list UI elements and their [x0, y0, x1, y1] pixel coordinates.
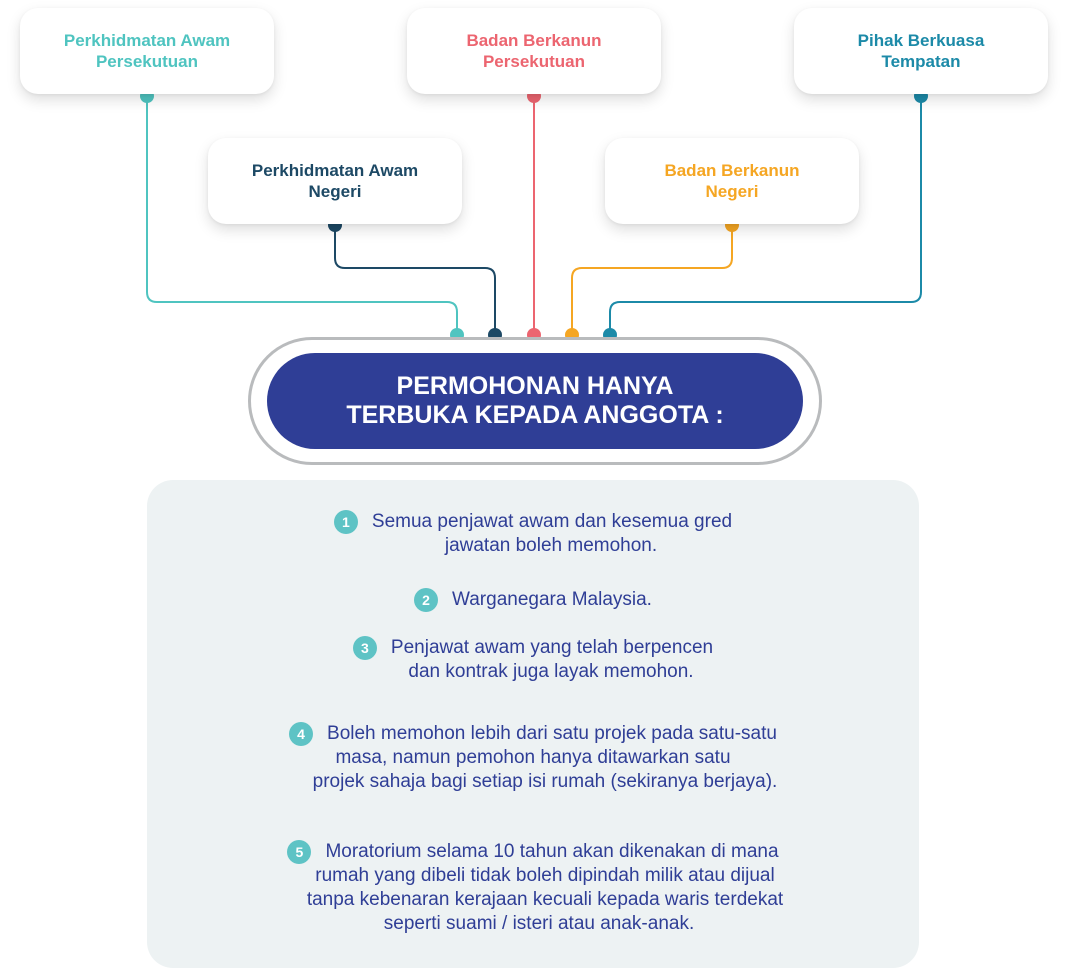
- number-badge-3: 3: [352, 636, 377, 660]
- requirement-text: masa, namun pemohon hanya ditawarkan sat…: [335, 747, 731, 768]
- card-fed-statutory-body: Badan Berkanun Persekutuan: [407, 8, 661, 94]
- card-label-line: Negeri: [308, 182, 362, 201]
- requirements-panel: 1 Semua penjawat awam dan kesemua gred ja…: [147, 480, 919, 968]
- card-local-authority: Pihak Berkuasa Tempatan: [794, 8, 1048, 94]
- card-label-line: Perkhidmatan Awam: [251, 161, 419, 180]
- connector-fed-public-service: [146, 96, 458, 335]
- card-label-line: Badan Berkanun: [466, 31, 602, 50]
- connector-local-authority: [609, 96, 922, 335]
- card-label-line: Pihak Berkuasa: [857, 31, 985, 50]
- requirement-text: Penjawat awam yang telah berpencen: [390, 637, 714, 658]
- requirement-1: 1 Semua penjawat awam dan kesemua gred ja…: [147, 510, 919, 558]
- number-badge-2: 2: [414, 588, 439, 612]
- card-fed-public-service: Perkhidmatan Awam Persekutuan: [20, 8, 274, 94]
- connector-state-statutory-body: [571, 225, 733, 335]
- requirement-text: rumah yang dibeli tidak boleh dipindah m…: [315, 865, 775, 886]
- requirement-text: Warganegara Malaysia.: [452, 589, 652, 610]
- requirement-2: 2 Warganegara Malaysia.: [147, 588, 919, 612]
- requirement-text: jawatan boleh memohon.: [444, 535, 658, 556]
- banner-line: TERBUKA KEPADA ANGGOTA :: [346, 401, 724, 429]
- card-label-line: Tempatan: [881, 52, 961, 71]
- requirement-text: Moratorium selama 10 tahun akan dikenaka…: [325, 841, 779, 862]
- requirement-text: tanpa kebenaran kerajaan kecuali kepada …: [306, 889, 784, 910]
- card-label-line: Persekutuan: [95, 52, 199, 71]
- card-label-line: Negeri: [705, 182, 759, 201]
- connector-state-public-service: [334, 225, 496, 335]
- card-state-public-service: Perkhidmatan Awam Negeri: [208, 138, 462, 224]
- number-badge-5: 5: [287, 840, 312, 864]
- card-state-statutory-body: Badan Berkanun Negeri: [605, 138, 859, 224]
- card-label-line: Perkhidmatan Awam: [63, 31, 231, 50]
- number-badge-1: 1: [333, 510, 358, 534]
- banner-line: PERMOHONAN HANYA: [396, 372, 674, 400]
- requirement-text: Boleh memohon lebih dari satu projek pad…: [327, 723, 777, 744]
- requirement-4: 4 Boleh memohon lebih dari satu projek pa…: [147, 722, 919, 794]
- number-badge-4: 4: [289, 722, 314, 746]
- requirement-text: seperti suami / isteri atau anak-anak.: [383, 913, 695, 934]
- requirement-text: projek sahaja bagi setiap isi rumah (sek…: [312, 771, 778, 792]
- requirement-text: dan kontrak juga layak memohon.: [408, 661, 694, 682]
- requirement-text: Semua penjawat awam dan kesemua gred: [371, 511, 733, 532]
- card-label-line: Badan Berkanun: [664, 161, 800, 180]
- requirement-3: 3 Penjawat awam yang telah berpencen dan …: [147, 636, 919, 684]
- banner: PERMOHONAN HANYA TERBUKA KEPADA ANGGOTA …: [267, 353, 803, 449]
- requirement-5: 5 Moratorium selama 10 tahun akan dikenak…: [147, 840, 919, 936]
- card-label-line: Persekutuan: [482, 52, 586, 71]
